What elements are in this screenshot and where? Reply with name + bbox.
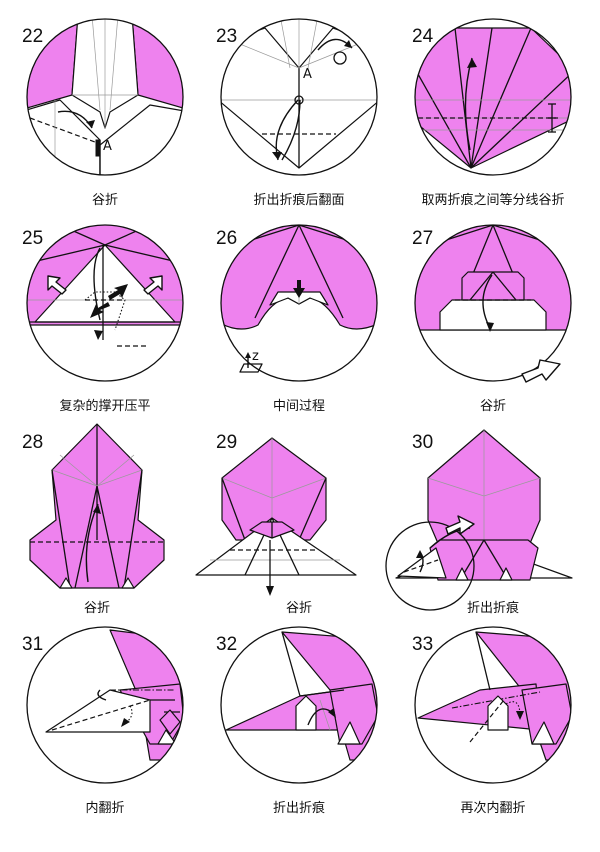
step-number-28: 28 bbox=[22, 432, 43, 453]
step-number-31: 31 bbox=[22, 634, 43, 655]
step-30-detail bbox=[397, 527, 471, 579]
step-caption-30: 折出折痕 bbox=[467, 600, 519, 616]
axis-z-icon: z bbox=[239, 349, 263, 373]
step-22-illustration bbox=[27, 19, 183, 175]
step-31-illustration bbox=[45, 629, 183, 761]
step-number-29: 29 bbox=[216, 432, 237, 453]
step-number-32: 32 bbox=[216, 634, 237, 655]
rotate-arrow-icon bbox=[521, 359, 561, 383]
step-30-illustration bbox=[395, 429, 573, 581]
step-number-33: 33 bbox=[412, 634, 433, 655]
push-arrow-right-icon bbox=[143, 275, 163, 295]
step-28-illustration bbox=[29, 423, 165, 589]
step-26: 26 z 中间过程 bbox=[216, 224, 378, 414]
step-29: 29 谷折 bbox=[195, 432, 357, 616]
step-32: 32 折出折痕 bbox=[216, 626, 378, 816]
step-26-illustration bbox=[221, 225, 377, 330]
step-25-illustration bbox=[27, 225, 183, 340]
step-31: 31 内翻折 bbox=[22, 626, 184, 816]
step-29-illustration bbox=[195, 437, 357, 596]
step-27: 27 谷折 bbox=[412, 224, 572, 414]
step-caption-26: 中间过程 bbox=[273, 399, 325, 414]
squash-arrow-icon bbox=[108, 284, 128, 300]
step-27-illustration bbox=[415, 225, 571, 332]
step-caption-27: 谷折 bbox=[480, 399, 506, 414]
step-23-illustration bbox=[221, 19, 377, 169]
step-32-illustration bbox=[225, 631, 377, 761]
step-caption-22: 谷折 bbox=[92, 193, 118, 208]
step-28: 28 谷折 bbox=[22, 423, 165, 616]
squash-arrow-lower-icon bbox=[90, 302, 110, 318]
step-caption-31: 内翻折 bbox=[85, 800, 124, 816]
step-22: 22 A 谷折 bbox=[22, 18, 184, 208]
step-caption-25: 复杂的撑开压平 bbox=[59, 398, 150, 414]
push-arrow-left-icon bbox=[47, 275, 67, 295]
axis-z-label: z bbox=[252, 349, 259, 364]
step-caption-28: 谷折 bbox=[84, 601, 110, 616]
step-22-point-label: A bbox=[103, 139, 112, 154]
step-number-23: 23 bbox=[216, 26, 237, 47]
step-number-26: 26 bbox=[216, 228, 237, 249]
step-caption-32: 折出折痕 bbox=[273, 800, 325, 816]
step-number-24: 24 bbox=[412, 26, 434, 47]
step-30: 30 折出折痕 bbox=[385, 429, 573, 616]
step-caption-29: 谷折 bbox=[286, 601, 312, 616]
step-23-point-label: A bbox=[303, 67, 312, 82]
step-number-27: 27 bbox=[412, 228, 433, 249]
turn-over-icon bbox=[317, 38, 353, 65]
step-number-22: 22 bbox=[22, 26, 43, 47]
equal-distance-marks bbox=[548, 103, 556, 133]
step-number-30: 30 bbox=[412, 432, 433, 453]
step-caption-23: 折出折痕后翻面 bbox=[253, 192, 344, 208]
push-down-arrow-icon bbox=[293, 280, 305, 298]
flip-arrow-icon bbox=[445, 515, 475, 535]
step-25: 25 复杂的撑开压平 bbox=[22, 224, 184, 414]
step-33: 33 再次内翻折 bbox=[412, 626, 572, 816]
step-33-illustration bbox=[417, 631, 571, 761]
step-24-illustration bbox=[415, 27, 571, 169]
step-number-25: 25 bbox=[22, 228, 43, 249]
step-caption-33: 再次内翻折 bbox=[460, 800, 525, 816]
step-30-detail-circle bbox=[385, 521, 475, 611]
step-caption-24: 取两折痕之间等分线谷折 bbox=[421, 192, 564, 208]
step-23: 23 A 折出折痕后翻面 bbox=[216, 18, 378, 208]
step-24: 24 取两折痕之间等分线谷折 bbox=[412, 18, 572, 208]
